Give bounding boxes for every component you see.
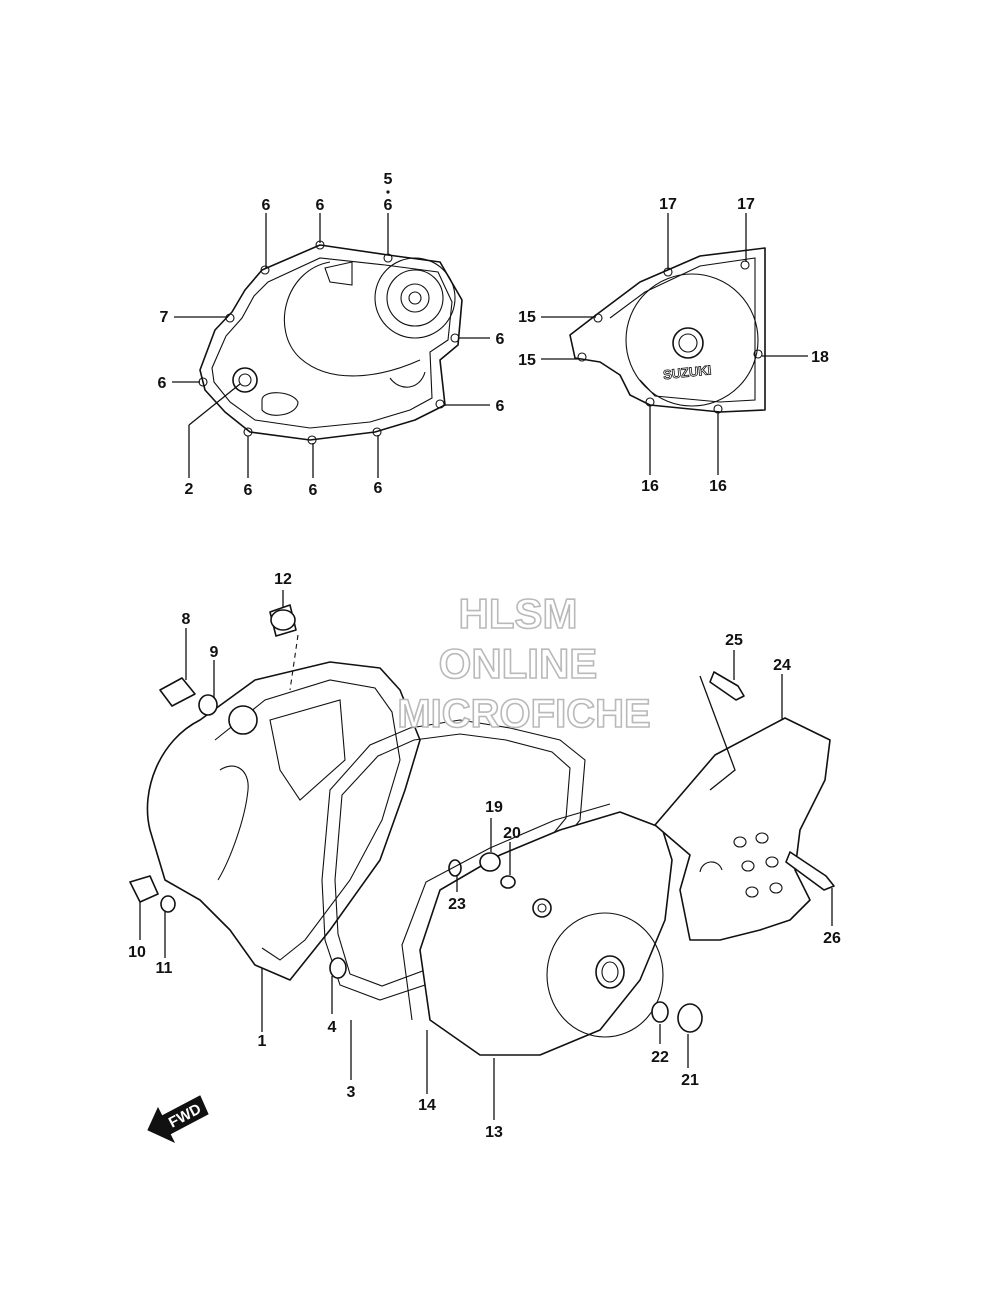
suzuki-logo-text: SUZUKI [662, 362, 712, 382]
callout-6: 6 [309, 482, 318, 499]
fwd-arrow: FWD [147, 1095, 209, 1144]
callout-9: 9 [210, 644, 219, 661]
watermark-line1: HLSM [459, 590, 578, 637]
callout-24: 24 [773, 657, 791, 674]
callout-19: 19 [485, 799, 503, 816]
callout-6: 6 [496, 398, 505, 415]
leader-lines [139, 213, 833, 1120]
callout-10: 10 [128, 944, 146, 961]
callout-labels: 6 6 5 6 7 6 6 6 2 6 6 6 17 17 15 15 18 1… [128, 171, 841, 1141]
callout-6: 6 [158, 375, 167, 392]
callout-22: 22 [651, 1049, 669, 1066]
callout-20: 20 [503, 825, 521, 842]
exploded-view [129, 604, 835, 1056]
callout-dot [386, 190, 390, 194]
callout-25: 25 [725, 632, 743, 649]
watermark-line3: MICROFICHE [397, 692, 650, 736]
callout-8: 8 [182, 611, 191, 628]
callout-3: 3 [347, 1084, 356, 1101]
clutch-cover-detail [198, 240, 463, 445]
magneto-cover-detail: SUZUKI [569, 247, 766, 414]
callout-2: 2 [185, 481, 194, 498]
callout-1: 1 [258, 1033, 267, 1050]
callout-15: 15 [518, 309, 536, 326]
callout-6: 6 [244, 482, 253, 499]
callout-13: 13 [485, 1124, 503, 1141]
callout-6: 6 [316, 197, 325, 214]
callout-6: 6 [262, 197, 271, 214]
callout-12: 12 [274, 571, 292, 588]
callout-14: 14 [418, 1097, 436, 1114]
callout-11: 11 [156, 960, 173, 977]
callout-7: 7 [160, 309, 169, 326]
callout-26: 26 [823, 930, 841, 947]
callout-17: 17 [659, 196, 677, 213]
watermark-line2: ONLINE [439, 640, 598, 687]
callout-4: 4 [328, 1019, 337, 1036]
callout-18: 18 [811, 349, 829, 366]
callout-16: 16 [709, 478, 727, 495]
callout-6: 6 [496, 331, 505, 348]
callout-15: 15 [518, 352, 536, 369]
callout-6: 6 [374, 480, 383, 497]
callout-21: 21 [681, 1072, 699, 1089]
callout-16: 16 [641, 478, 659, 495]
callout-6: 6 [384, 197, 393, 214]
callout-23: 23 [448, 896, 466, 913]
callout-17: 17 [737, 196, 755, 213]
callout-5: 5 [384, 171, 393, 188]
watermark: HLSM ONLINE MICROFICHE [397, 589, 652, 737]
